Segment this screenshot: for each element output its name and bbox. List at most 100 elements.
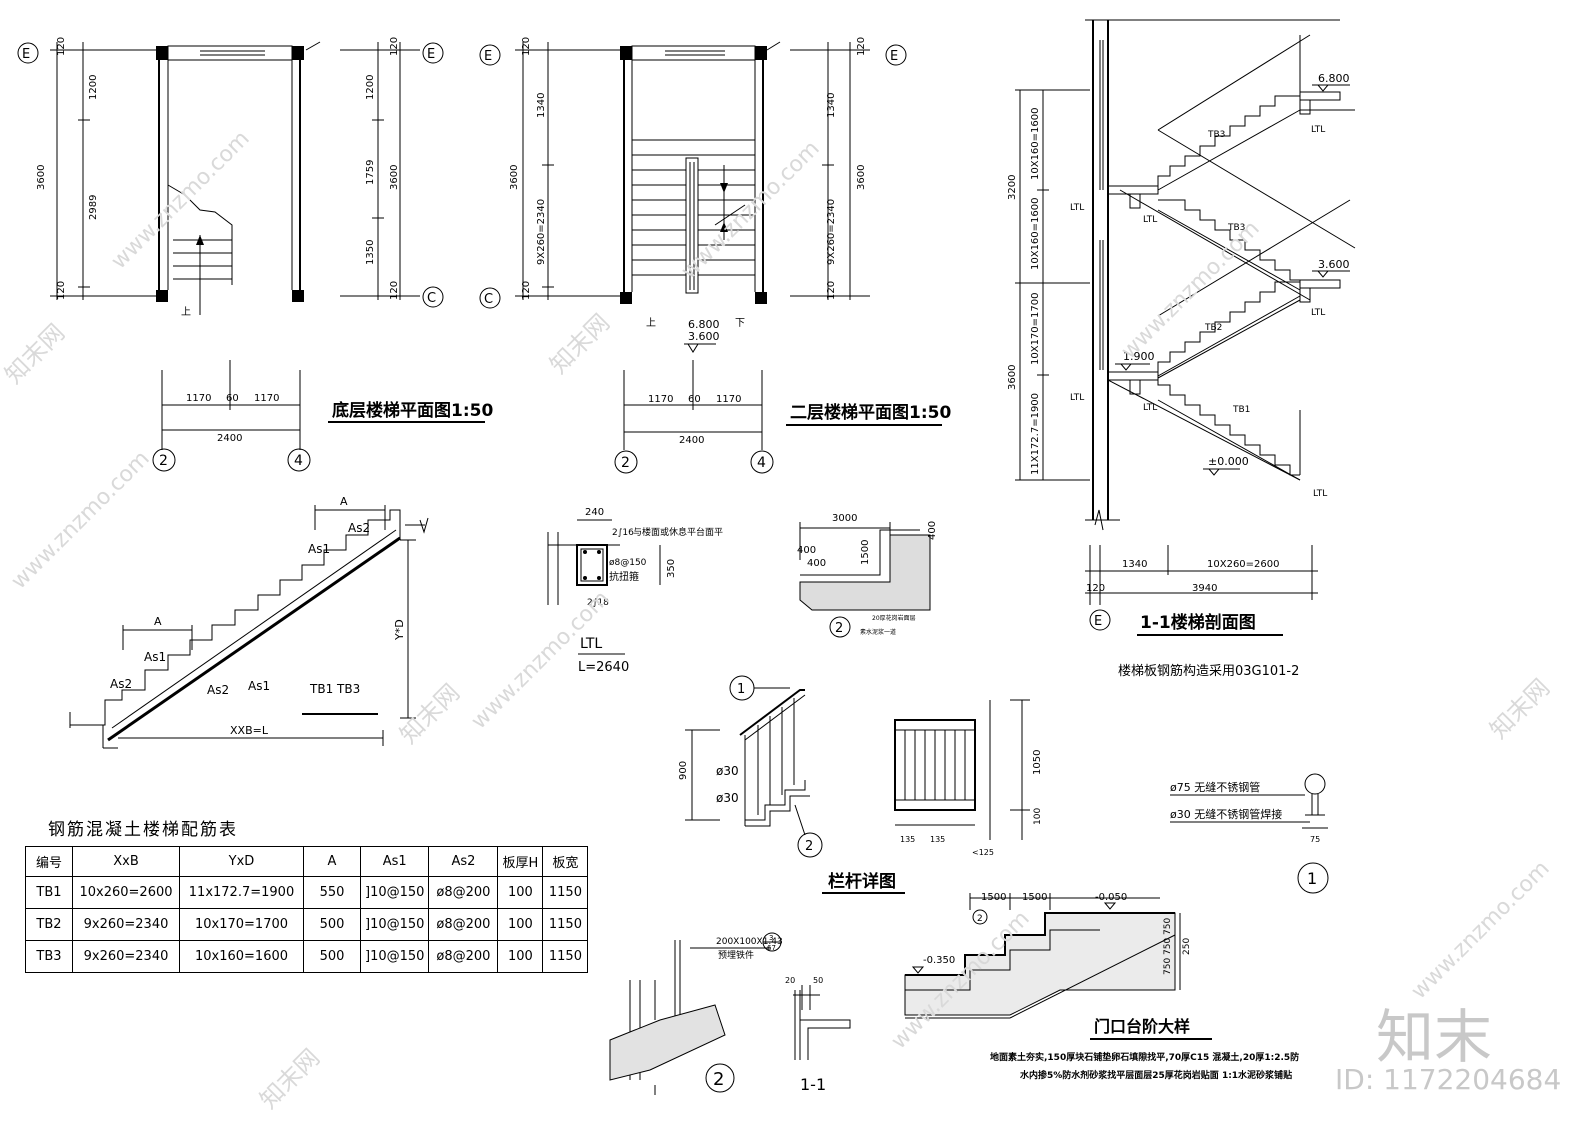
slab-label-as2-mid: As2: [207, 683, 229, 697]
section-dim-bottom-3: 3940: [1192, 583, 1217, 594]
table-cell: TB1: [25, 876, 73, 909]
plan2-axis-top-left: E: [484, 49, 492, 64]
header-cell: 板宽: [542, 846, 589, 877]
watermark-cn-2: 知末网: [544, 309, 615, 380]
section-dim-left-0: 10X160=1600: [1030, 108, 1041, 181]
section-note: 楼梯板钢筋构造采用03G101-2: [1118, 663, 1299, 679]
plan1-dim-left-2: 2989: [88, 195, 99, 220]
table-cell: 10x160=1600: [179, 940, 304, 973]
table-cell: 550: [303, 876, 361, 909]
section-dim-left-4: 3200: [1007, 175, 1018, 200]
watermark-url-7: www.znzmo.com: [1407, 856, 1555, 1004]
handrail-pipe-1: ø75 无缝不锈钢管: [1170, 780, 1260, 794]
railing-detail: 900 ø30 ø30 1 2 1050 100 135 135 <125 栏杆…: [678, 675, 1043, 894]
plan2-axis-right: 4: [757, 455, 766, 471]
section-beam-6: LTL: [1313, 489, 1327, 499]
slab-tag: TB1 TB3: [309, 682, 360, 696]
ltl-name: LTL: [580, 636, 602, 652]
table-cell: 10x260=2600: [72, 876, 180, 909]
table-cell: 1150: [542, 876, 589, 909]
watermark-url-4: www.znzmo.com: [677, 136, 825, 284]
plan1-dim-left-4: 3600: [36, 165, 47, 190]
embed-ref-top: 3: [769, 934, 773, 942]
table-cell: TB3: [25, 940, 73, 973]
slab-label-as2-top: As2: [348, 521, 370, 535]
entrance-dim-4: 750: [1163, 958, 1173, 975]
ltl-torsion: 抗扭箍: [609, 570, 639, 583]
table-cell: 1150: [542, 940, 589, 973]
watermark-cn-4: 知末网: [254, 1044, 325, 1115]
section-beam-1: LTL: [1070, 203, 1084, 213]
section-level-1: 3.600: [1318, 258, 1350, 271]
entrance-dim-0: 1500: [981, 892, 1006, 903]
table-cell: 9x260=2340: [72, 908, 180, 941]
plan2-elev-1: 6.800: [688, 318, 720, 331]
railing-mark-1: 1: [737, 682, 745, 697]
header-cell: XxB: [72, 846, 180, 877]
handrail-mark: 1: [1307, 869, 1317, 888]
plan2-dim-left-2: 9X260=2340: [536, 199, 547, 265]
watermark-cn-1: 知末网: [0, 319, 70, 390]
entrance-elev-bot: -0.350: [923, 955, 955, 966]
table-cell: 9x260=2340: [72, 940, 180, 973]
slab-length: XXB=L: [230, 724, 269, 737]
plan2-elev-2: 3.600: [688, 330, 720, 343]
handrail-pipe-2: ø30 无缝不锈钢管焊接: [1170, 807, 1282, 821]
railing-height-3: 100: [1033, 808, 1043, 825]
plan1-dim-bottom-2: 1170: [254, 393, 279, 404]
table-cell: ø8@200: [428, 940, 499, 973]
ltl-note: 与楼面或休息平台面平: [633, 526, 723, 538]
watermark-id: ID: 1172204684: [1335, 1063, 1562, 1096]
plan2-dim-left-3: 120: [521, 281, 532, 300]
plan2-axis-top-right: E: [890, 49, 898, 64]
plan1-dim-left-1: 1200: [88, 75, 99, 100]
plan2-dim-left-4: 3600: [509, 165, 520, 190]
table-cell: 11x172.7=1900: [179, 876, 304, 909]
section-1-1-small: 20 50 1-1: [785, 976, 851, 1094]
watermark-cn-3: 知末网: [394, 679, 465, 750]
entrance-dim-1: 1500: [1022, 892, 1047, 903]
watermark-cn-5: 知末网: [1484, 674, 1555, 745]
table-cell: ø8@200: [428, 908, 499, 941]
section-dim-left-1: 10X160=1600: [1030, 198, 1041, 271]
entrance-step-detail: 1500 1500 -0.050 -0.350 750 750 750 250 …: [904, 892, 1299, 1081]
table-row: TB3 9x260=2340 10x160=1600 500 ]10@150 ø…: [25, 940, 589, 973]
plan1-dim-right-2: 1759: [365, 160, 376, 185]
plan2-dim-left-1: 1340: [536, 93, 547, 118]
slab-label-as1-top: As1: [308, 542, 330, 556]
section-flight-tb3a: TB3: [1207, 130, 1225, 140]
ltl-length: L=2640: [578, 660, 629, 675]
section-flight-tb1: TB1: [1232, 405, 1250, 415]
section-title: 1-1楼梯剖面图: [1140, 612, 1256, 633]
landing-dim-0: 3000: [832, 513, 857, 524]
ltl-top-bar: 2∫16: [612, 528, 634, 538]
section-axis: E: [1094, 614, 1102, 629]
table-cell: TB2: [25, 908, 73, 941]
plan1-dim-right-5: 3600: [389, 165, 400, 190]
plan1-axis-left: 2: [159, 453, 168, 469]
embed-note-2: 预埋铁件: [718, 949, 754, 961]
plan2-axis-bottom-left: C: [484, 292, 493, 307]
section-level-3: ±0.000: [1208, 455, 1249, 468]
table-cell: 500: [303, 940, 361, 973]
embed-ref-bot: 67: [767, 944, 776, 952]
header-cell: As1: [359, 846, 430, 877]
landing-dim-1: 400: [797, 545, 816, 556]
embed-note-1: 200X100X1.43: [716, 937, 783, 947]
plan1-axis-top-right: E: [427, 47, 435, 62]
plan1-dim-bottom-1: 60: [226, 393, 239, 404]
plan2-dim-bottom-2: 1170: [716, 394, 741, 405]
plan1-dim-bottom-0: 1170: [186, 393, 211, 404]
header-cell: A: [303, 846, 361, 877]
plan1-axis-top-left: E: [22, 47, 30, 62]
landing-mark: 2: [835, 621, 843, 636]
landing-note-2: 素水泥浆一道: [860, 628, 896, 636]
table-cell: ø8@200: [428, 876, 499, 909]
section-level-2: 1.900: [1123, 350, 1155, 363]
railing-mark-2: 2: [805, 839, 813, 854]
watermark-url-2: www.znzmo.com: [7, 446, 155, 594]
section-beam-0: LTL: [1311, 125, 1325, 135]
section-beam-4: LTL: [1070, 393, 1084, 403]
section11-d1: 20: [785, 976, 795, 985]
embed-detail: 200X100X1.43 预埋铁件 3 67 2: [609, 932, 783, 1095]
